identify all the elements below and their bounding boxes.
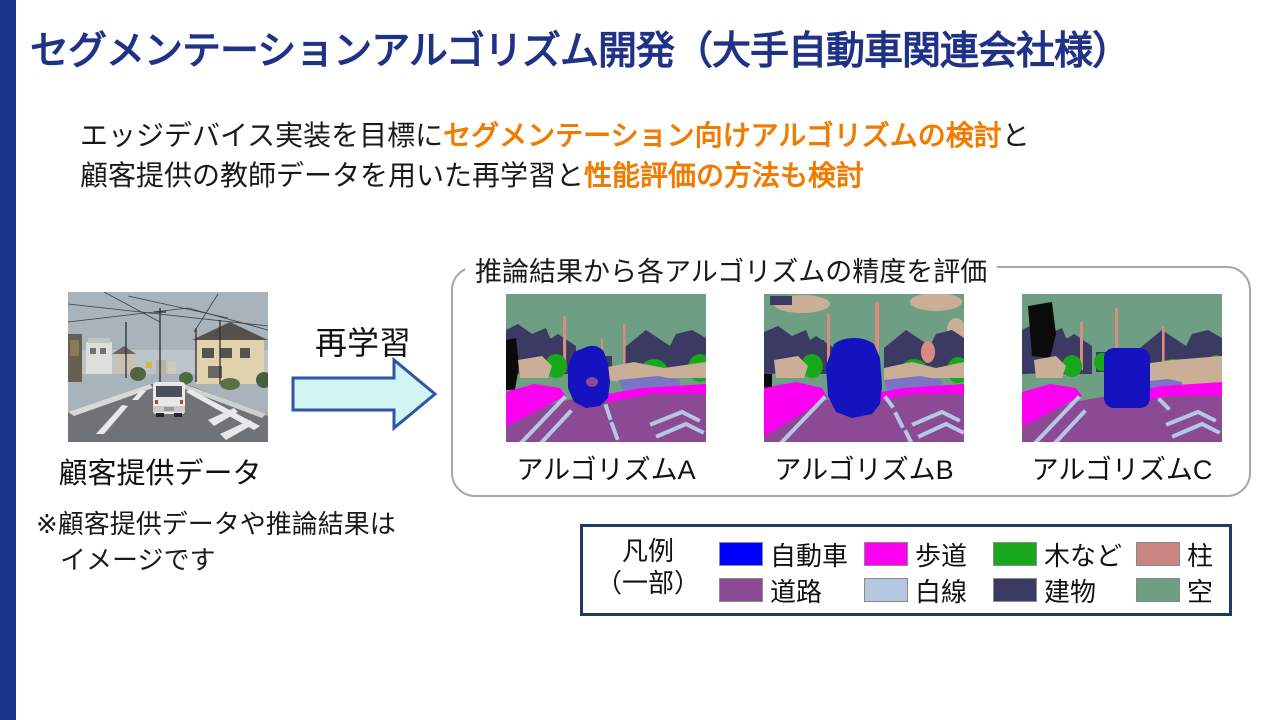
intro-segment: と — [1001, 120, 1030, 151]
disclaimer-line-2: イメージです — [60, 545, 216, 575]
legend-item-road: 道路 — [719, 572, 864, 609]
legend-swatch-car — [719, 542, 763, 566]
legend-swatch-building — [993, 578, 1037, 602]
seg-tan — [518, 356, 706, 382]
algorithm-c-label: アルゴリズムC — [1031, 455, 1213, 485]
seg-sidewalk — [506, 384, 706, 426]
legend-label-car: 自動車 — [770, 540, 849, 571]
photo-utility-poles — [125, 308, 221, 384]
customer-photo-image — [68, 292, 268, 442]
algorithm-b-label: アルゴリズムB — [774, 455, 954, 485]
results-box-title: 推論結果から各アルゴリズムの精度を評価 — [465, 250, 998, 289]
legend-title: 凡例 （一部） — [593, 535, 703, 599]
seg-lane-lines — [519, 395, 705, 442]
segmentation-image-c — [1022, 294, 1222, 442]
legend-label-white-line: 白線 — [915, 576, 968, 607]
legend-item-trees: 木など — [993, 536, 1136, 573]
left-accent-bar — [0, 0, 16, 720]
legend-title-line-2: （一部） — [595, 568, 700, 598]
retrain-label: 再学習 — [314, 325, 411, 361]
legend-item-sidewalk: 歩道 — [864, 536, 993, 573]
intro-text: エッジデバイス実装を目標にセグメンテーション向けアルゴリズムの検討と 顧客提供の… — [80, 116, 1220, 196]
legend-label-building: 建物 — [1044, 576, 1097, 607]
legend-label-sidewalk: 歩道 — [915, 540, 968, 571]
photo-power-lines — [68, 292, 268, 333]
results-box: 推論結果から各アルゴリズムの精度を評価 — [451, 250, 1251, 497]
photo-van — [153, 382, 185, 417]
algorithm-a-label: アルゴリズムA — [516, 455, 696, 485]
photo-greenery — [130, 367, 268, 390]
legend-label-pole: 柱 — [1187, 540, 1214, 571]
right-arrow-icon — [291, 356, 438, 432]
legend-label-road: 道路 — [770, 576, 823, 607]
legend-label-trees: 木など — [1044, 540, 1123, 571]
legend-box: 凡例 （一部） 自動車 歩道 木など 柱 道路 — [580, 524, 1232, 616]
legend-swatch-road — [719, 578, 763, 602]
legend-swatch-pole — [1136, 542, 1180, 566]
intro-line-1: エッジデバイス実装を目標にセグメンテーション向けアルゴリズムの検討と — [80, 116, 1220, 156]
legend-swatch-trees — [993, 542, 1037, 566]
intro-highlight: 性能評価の方法も検討 — [584, 160, 865, 191]
legend-item-pole: 柱 — [1136, 536, 1213, 573]
photo-lane-markings — [96, 389, 260, 440]
intro-line-2: 顧客提供の教師データを用いた再学習と性能評価の方法も検討 — [80, 156, 1220, 196]
legend-swatch-sky — [1136, 578, 1180, 602]
legend-title-line-1: 凡例 — [621, 536, 674, 566]
page-title: セグメンテーションアルゴリズム開発（大手自動車関連会社様） — [30, 30, 1131, 73]
legend-item-sky: 空 — [1136, 572, 1213, 609]
disclaimer-line-1: ※顧客提供データや推論結果は — [36, 509, 396, 539]
segmentation-image-a — [506, 294, 706, 442]
legend-item-car: 自動車 — [719, 536, 864, 573]
legend-swatch-sidewalk — [864, 542, 908, 566]
legend-swatch-white-line — [864, 578, 908, 602]
legend-item-building: 建物 — [993, 572, 1136, 609]
segmentation-image-b — [764, 294, 964, 442]
legend-label-sky: 空 — [1187, 576, 1214, 607]
seg-car — [568, 345, 610, 408]
intro-segment: 顧客提供の教師データを用いた再学習と — [80, 160, 585, 191]
photo-caption: 顧客提供データ — [58, 458, 262, 490]
legend-item-white-line: 白線 — [864, 572, 993, 609]
seg-poles — [563, 316, 626, 372]
legend-grid: 自動車 歩道 木など 柱 道路 白線 — [719, 536, 1213, 607]
intro-segment: エッジデバイス実装を目標に — [80, 120, 444, 151]
photo-buildings — [68, 322, 268, 384]
intro-highlight: セグメンテーション向けアルゴリズムの検討 — [443, 120, 1002, 151]
disclaimer-note: ※顧客提供データや推論結果は イメージです — [36, 506, 396, 578]
